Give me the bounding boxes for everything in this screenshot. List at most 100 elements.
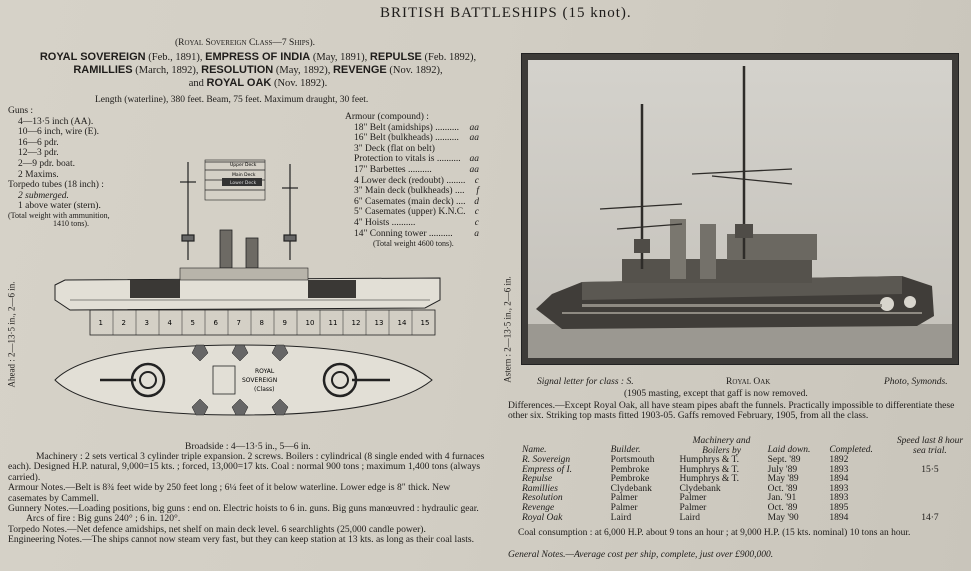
table-cell: Clydebank (679, 483, 721, 494)
armour-label: 3" Main deck (bulkheads) ...... (354, 186, 465, 197)
table-header-row: Name. Builder. Machinery and Boilers by … (518, 436, 971, 456)
ship-names-line-1: ROYAL SOVEREIGN (Feb., 1891), EMPRESS OF… (8, 51, 508, 64)
armour-label: 18" Belt (amidships) .......... (354, 122, 459, 133)
broadside-label: Broadside : 4—13·5 in., 5—6 in. (185, 442, 311, 452)
table-cell: Laird (610, 512, 632, 523)
section-number: 12 (352, 319, 361, 327)
armour-row: Protection to vitals is ..........aa (354, 154, 479, 165)
section-number: 9 (283, 319, 287, 327)
armour-note: Armour Notes.—Belt is 8¾ feet wide by 25… (8, 482, 451, 504)
table-cell: 14·7 (921, 512, 939, 523)
deck-key: Upper Deck Main Deck Lower Deck (204, 159, 266, 201)
armour-code: d (474, 196, 479, 207)
armour-code: f (476, 186, 479, 197)
col-header: Completed. (829, 445, 873, 456)
coal-consumption: Coal consumption : at 6,000 H.P. about 9… (518, 528, 911, 538)
torpedo-item: 2 submerged. (18, 190, 69, 201)
funnel (245, 237, 259, 269)
ship-names-line-3: and ROYAL OAK (Nov. 1892). (8, 77, 508, 90)
ahead-label: Ahead : 2—13·5 in., 2—6 in. (6, 281, 17, 388)
table-cell: Pembroke (610, 474, 650, 485)
armour-row: 18" Belt (amidships) ..........aa (354, 123, 479, 134)
signal-letter: Signal letter for class : S. (537, 377, 634, 387)
ship-date: (May, 1891), (312, 52, 368, 63)
ship-photo (521, 53, 959, 365)
table-cell: 1892 (829, 455, 849, 465)
photo-ship-name: Royal Oak (726, 377, 771, 387)
armour-row: 6" Casemates (main deck) ...... d (354, 197, 479, 208)
ship-date: (Nov. 1892). (273, 78, 328, 89)
table-cell (893, 475, 971, 485)
table-cell: 1893 (829, 493, 849, 504)
astern-label: Astern : 2—13·5 in., 2—6 in. (502, 276, 513, 383)
section-number: 6 (214, 319, 219, 327)
armour-label: 17" Barbettes .......... (354, 164, 432, 175)
table-cell: Ramillies (522, 483, 558, 494)
section-number: 4 (168, 319, 173, 327)
gun-item: 2 Maxims. (18, 169, 59, 180)
table-cell: 1893 (829, 483, 849, 494)
plan-label: (Class) (254, 386, 274, 393)
table-cell: May '89 (767, 474, 799, 485)
table-cell: Empress of I. (522, 464, 573, 475)
armour-row: 3" Deck (flat on belt) (354, 144, 479, 155)
section-number: 11 (329, 319, 338, 327)
col-header: Machinery and Boilers by (692, 436, 751, 456)
table-cell: 15·5 (921, 464, 939, 475)
table-cell: Oct. '89 (767, 502, 798, 513)
table-cell: Palmer (679, 493, 707, 504)
armour-label: 6" Casemates (main deck) ...... (354, 196, 465, 207)
ship-name: REPULSE (369, 51, 422, 63)
armour-heading: Armour (compound) : (345, 112, 429, 122)
ship-prefix: and (188, 78, 204, 89)
armour-label: 16" Belt (bulkheads) .......... (354, 133, 459, 144)
armour-row: 16" Belt (bulkheads) ..........aa (354, 133, 479, 144)
masting-note: (1905 masting, except that gaff is now r… (624, 389, 808, 399)
armour-row: 3" Main deck (bulkheads) ...... f (354, 186, 479, 197)
table-cell: Humphrys & T. (679, 464, 739, 475)
armour-code: c (474, 217, 479, 228)
ship-date: (May, 1892), (275, 65, 331, 76)
section-number: 10 (306, 319, 315, 327)
armour-row: 4 Lower deck (redoubt) ..........c (354, 176, 479, 187)
table-cell: 1894 (829, 512, 849, 523)
gun-item: 2—9 pdr. boat. (18, 158, 75, 169)
ship-date: (Nov. 1892), (389, 65, 443, 76)
ship-date: (Feb., 1891), (148, 52, 203, 63)
table-cell: Repulse (522, 474, 553, 485)
engineering-note: Engineering Notes.—The ships cannot now … (8, 534, 474, 546)
col-header: Builder. (610, 445, 641, 456)
armour-row: 4" Hoists ..........c (354, 218, 479, 229)
armour-label: 5" Casemates (upper) K.N.C. (354, 207, 465, 218)
armour-label: 14" Conning tower .......... (354, 228, 453, 239)
table-cell: Portsmouth (610, 455, 655, 465)
armour-label: Protection to vitals is .......... (354, 154, 461, 165)
armour-row: 5" Casemates (upper) K.N.C.c (354, 207, 479, 218)
table-cell: R. Sovereign (522, 455, 571, 465)
table-cell: Palmer (610, 502, 638, 513)
torpedo-heading: Torpedo tubes (18 inch) : (8, 180, 104, 191)
gun-item: 10—6 inch, wire (E). (18, 127, 99, 138)
section-number: 14 (398, 319, 407, 327)
table-cell: 1895 (829, 502, 849, 513)
ship-photo-image (528, 60, 952, 358)
table-cell: Oct. '89 (767, 483, 798, 494)
section-number: 3 (145, 319, 149, 327)
armour-row: 17" Barbettes .......... aa (354, 165, 479, 176)
table-cell: Royal Oak (522, 512, 563, 523)
armour-code: aa (469, 164, 480, 175)
ship-date: (Feb. 1892), (424, 52, 477, 63)
page-title: BRITISH BATTLESHIPS (15 knot). (380, 5, 632, 21)
dimensions-line: Length (waterline), 380 feet. Beam, 75 f… (95, 95, 369, 105)
ship-name: REVENGE (332, 64, 387, 76)
ship-date: (March, 1892), (135, 65, 199, 76)
